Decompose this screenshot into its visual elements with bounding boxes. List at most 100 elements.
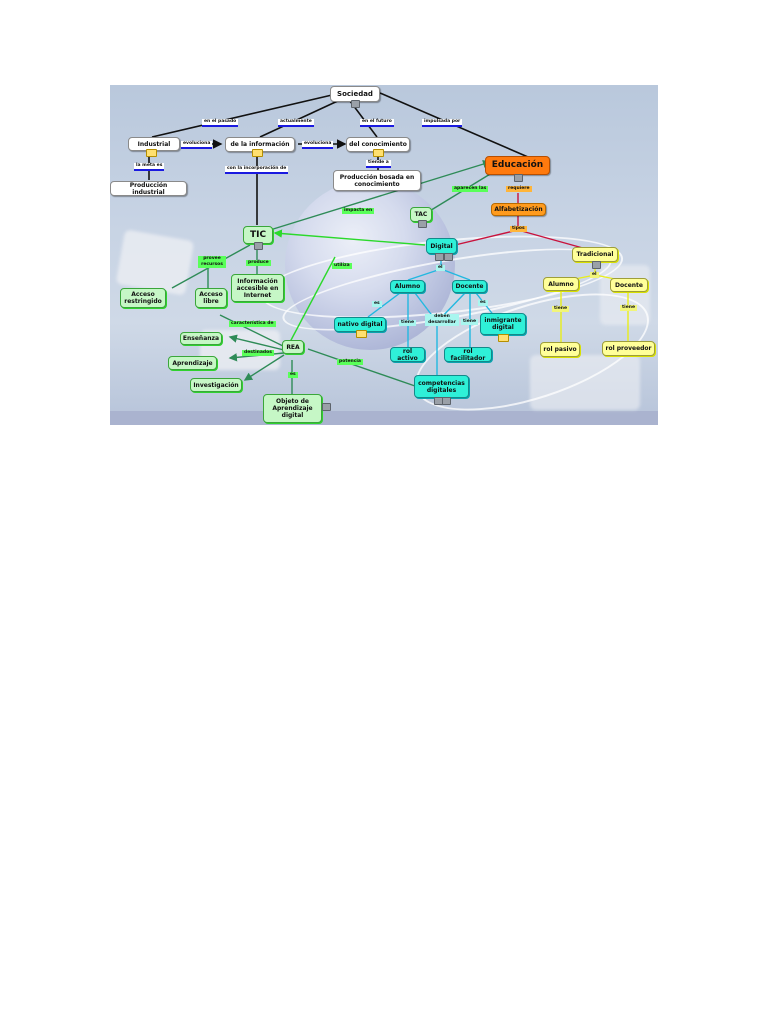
node-label: rol activo <box>397 347 418 362</box>
node-docente-tradicional[interactable]: Docente <box>610 278 648 292</box>
node-rol-activo[interactable]: rol activo <box>390 347 425 362</box>
node-produccion-industrial[interactable]: Producción industrial <box>110 181 187 196</box>
bottom-band <box>110 411 658 425</box>
node-label: Acceso libre <box>199 291 223 305</box>
link-produce: produce <box>246 260 271 266</box>
resource-icon[interactable] <box>592 261 601 269</box>
node-label: nativo digital <box>337 321 383 328</box>
resource-icon[interactable] <box>322 403 331 411</box>
resource-icon[interactable] <box>444 253 453 261</box>
resource-icon[interactable] <box>514 174 523 182</box>
link-aparecen-las: aparecen las <box>452 186 489 192</box>
node-label: Alumno <box>394 283 421 290</box>
node-label: rol pasivo <box>543 346 577 353</box>
node-objeto-aprendizaje[interactable]: Objeto de Aprendizaje digital <box>263 394 322 423</box>
node-label: Información accesible en Internet <box>236 277 279 299</box>
node-label: Producción bosada en conocimiento <box>339 173 415 188</box>
node-digital[interactable]: Digital <box>426 238 457 254</box>
node-label: TIC <box>249 229 267 240</box>
node-alfabetizacion[interactable]: Alfabetización <box>491 203 546 216</box>
link-en-el-futuro: en el futuro <box>360 119 394 127</box>
node-rol-pasivo[interactable]: rol pasivo <box>540 342 580 357</box>
node-label: Acceso restringido <box>124 291 162 305</box>
resource-icon[interactable] <box>373 149 384 157</box>
resource-icon[interactable] <box>351 100 360 108</box>
link-tiene: tiene <box>552 306 570 312</box>
link-caracteristica-de: característica de <box>229 321 276 327</box>
node-label: REA <box>286 343 300 351</box>
link-tiene: tiene <box>620 305 638 311</box>
link-con-la-incorporacion: con la incorporación de <box>225 166 289 174</box>
node-rol-proveedor[interactable]: rol proveedor <box>602 341 655 356</box>
link-tiene: tiene <box>399 320 417 326</box>
node-label: Alumno <box>548 280 574 288</box>
node-investigacion[interactable]: Investigación <box>190 378 242 392</box>
resource-icon[interactable] <box>254 242 263 250</box>
node-info-accesible[interactable]: Información accesible en Internet <box>231 274 284 302</box>
node-label: Investigación <box>193 381 239 389</box>
link-el: el <box>436 265 445 271</box>
resource-icon[interactable] <box>252 149 263 157</box>
link-provee-recursos: provee recursos <box>198 256 226 268</box>
resource-icon[interactable] <box>146 149 157 157</box>
node-educacion[interactable]: Educación <box>485 156 550 175</box>
node-tradicional[interactable]: Tradicional <box>572 247 618 262</box>
link-actualmente: actualmente <box>278 119 314 127</box>
node-tac[interactable]: TAC <box>410 207 432 222</box>
node-acceso-libre[interactable]: Acceso libre <box>195 288 227 308</box>
resource-icon[interactable] <box>356 330 367 338</box>
background-paper <box>600 265 650 325</box>
link-destinados: destinados <box>242 350 274 356</box>
link-es: es <box>372 301 382 307</box>
link-tiende-a: tiende a <box>366 160 391 168</box>
link-en-el-pasado: en el pasado <box>202 119 239 127</box>
node-label: Docente <box>615 281 643 289</box>
link-tiene: tiene <box>461 319 479 325</box>
node-label: inmigrante digital <box>484 317 522 331</box>
node-inmigrante-digital[interactable]: inmigrante digital <box>480 313 526 335</box>
node-label: Industrial <box>137 140 171 148</box>
link-evoluciona: evoluciona <box>181 141 213 149</box>
node-label: Producción industrial <box>129 181 168 196</box>
node-label: competencias digitales <box>418 379 465 394</box>
resource-icon[interactable] <box>498 334 509 342</box>
node-label: Objeto de Aprendizaje digital <box>272 398 313 419</box>
resource-icon[interactable] <box>418 220 427 228</box>
link-utiliza: utiliza <box>332 263 352 269</box>
link-requiere: requiere <box>506 186 532 192</box>
link-es: es <box>478 300 488 306</box>
node-label: de la información <box>230 141 290 148</box>
connection-lines <box>148 92 631 395</box>
node-label: Sociedad <box>337 89 373 98</box>
link-potencia: potencia <box>337 359 363 365</box>
node-label: rol facilitador <box>450 347 486 362</box>
link-la-meta-es: la meta es <box>134 163 165 171</box>
node-competencias-digitales[interactable]: competencias digitales <box>414 375 469 398</box>
link-el: el <box>590 272 599 278</box>
node-label: Aprendizaje <box>172 359 213 367</box>
node-label: Enseñanza <box>182 335 220 342</box>
node-rea[interactable]: REA <box>282 340 304 354</box>
node-aprendizaje[interactable]: Aprendizaje <box>168 356 217 370</box>
node-docente-digital[interactable]: Docente <box>452 280 487 293</box>
link-evoluciona: evoluciona <box>302 141 334 149</box>
node-label: Educación <box>491 160 544 170</box>
node-ensenanza[interactable]: Enseñanza <box>180 332 222 345</box>
background-paper <box>530 355 640 410</box>
node-acceso-restringido[interactable]: Acceso restringido <box>120 288 166 308</box>
node-label: Digital <box>430 242 453 250</box>
link-deben-desarrollar: deben desarrollar <box>425 314 459 326</box>
node-alumno-tradicional[interactable]: Alumno <box>543 277 579 291</box>
link-impacta-en: impacta en <box>342 208 375 214</box>
resource-icon[interactable] <box>435 253 444 261</box>
node-label: del conocimiento <box>349 141 407 148</box>
node-alumno-digital[interactable]: Alumno <box>390 280 425 293</box>
node-label: Alfabetización <box>494 206 543 213</box>
node-label: TAC <box>414 211 428 218</box>
node-produccion-conocimiento[interactable]: Producción bosada en conocimiento <box>333 170 421 191</box>
resource-icon[interactable] <box>442 397 451 405</box>
link-es: es <box>288 372 298 378</box>
node-rol-facilitador[interactable]: rol facilitador <box>444 347 492 362</box>
link-tipos: tipos <box>510 226 527 232</box>
concept-map: Sociedad Industrial de la información de… <box>110 85 658 425</box>
